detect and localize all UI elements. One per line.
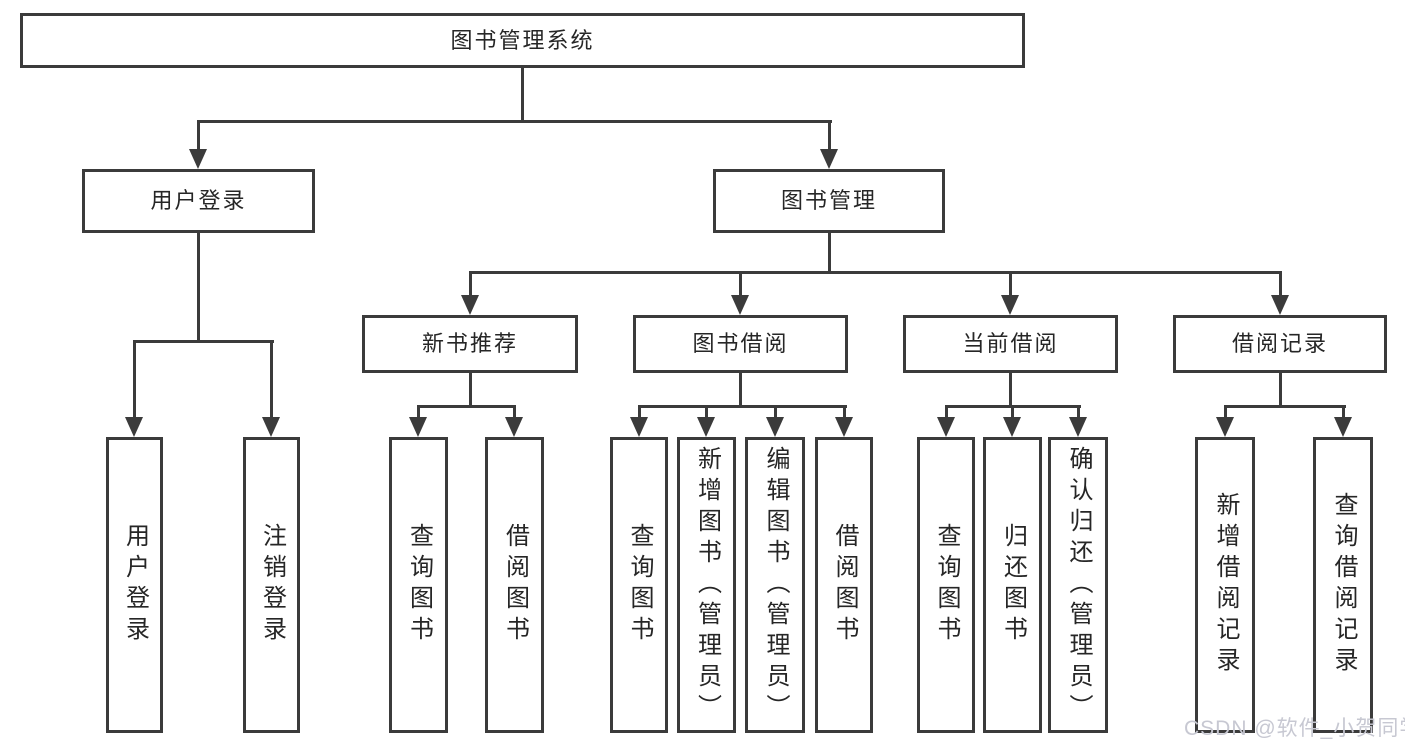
edge-stub (945, 405, 948, 419)
leaf-label: 归还图书 (999, 523, 1027, 647)
arrowhead-down-icon (505, 417, 523, 437)
leaf-borrow-books-recommend: 借阅图书 (485, 437, 544, 733)
arrowhead-down-icon (409, 417, 427, 437)
leaf-logout: 注销登录 (243, 437, 300, 733)
node-borrow-records-label: 借阅记录 (1231, 331, 1328, 356)
arrowhead-down-icon (1003, 417, 1021, 437)
edge-stub (1224, 405, 1227, 419)
edge-stub (1077, 405, 1080, 419)
leaf-confirm-return-admin: 确认归还（管理员） (1048, 437, 1108, 733)
arrowhead-down-icon (262, 417, 280, 437)
edge-current-down (1009, 373, 1012, 408)
node-book-borrow: 图书借阅 (633, 315, 848, 373)
edge-borrow-down (739, 373, 742, 408)
leaf-user-login: 用户登录 (106, 437, 163, 733)
arrowhead-down-icon (1271, 295, 1289, 315)
leaf-borrow-books: 借阅图书 (815, 437, 873, 733)
leaf-label: 查询图书 (405, 523, 433, 647)
edge-stub (739, 271, 742, 297)
leaf-query-borrow-record: 查询借阅记录 (1313, 437, 1373, 733)
node-user-login-label: 用户登录 (150, 188, 247, 213)
arrowhead-down-icon (937, 417, 955, 437)
leaf-label: 新增图书（管理员） (693, 445, 721, 725)
node-new-book-recommend-label: 新书推荐 (421, 331, 518, 356)
leaf-return-books: 归还图书 (983, 437, 1042, 733)
arrowhead-down-icon (1334, 417, 1352, 437)
node-book-borrow-label: 图书借阅 (692, 331, 789, 356)
edge-g3-horizontal (638, 405, 847, 408)
edge-g1-horizontal (133, 340, 274, 343)
node-user-login: 用户登录 (82, 169, 315, 233)
leaf-add-books-admin: 新增图书（管理员） (677, 437, 736, 733)
node-borrow-records: 借阅记录 (1173, 315, 1387, 373)
arrowhead-down-icon (125, 417, 143, 437)
edge-stub (1342, 405, 1345, 419)
edge-stub (843, 405, 846, 419)
edge-recommend-down (469, 373, 472, 408)
edge-stub-user-login (197, 120, 200, 151)
edge-book-mgmt-down (828, 233, 831, 274)
arrowhead-down-icon (835, 417, 853, 437)
leaf-label: 注销登录 (258, 523, 286, 647)
arrowhead-down-icon (766, 417, 784, 437)
arrowhead-down-icon (820, 149, 838, 169)
node-book-management: 图书管理 (713, 169, 945, 233)
edge-g5-horizontal (1224, 405, 1346, 408)
edge-stub (1011, 405, 1014, 419)
leaf-label: 借阅图书 (831, 523, 858, 647)
edge-stub (133, 340, 136, 419)
leaf-query-books-current: 查询图书 (917, 437, 975, 733)
edge-user-login-down (197, 233, 200, 343)
node-new-book-recommend: 新书推荐 (362, 315, 578, 373)
edge-stub (1279, 271, 1282, 297)
edge-l2-horizontal (197, 120, 832, 123)
edge-l3-horizontal (469, 271, 1282, 274)
leaf-label: 编辑图书（管理员） (762, 445, 789, 725)
leaf-query-books-recommend: 查询图书 (389, 437, 448, 733)
node-book-management-label: 图书管理 (780, 188, 877, 213)
node-current-borrow: 当前借阅 (903, 315, 1118, 373)
arrowhead-down-icon (461, 295, 479, 315)
leaf-label: 查询图书 (933, 523, 960, 647)
arrowhead-down-icon (1216, 417, 1234, 437)
leaf-add-borrow-record: 新增借阅记录 (1195, 437, 1255, 733)
leaf-edit-books-admin: 编辑图书（管理员） (745, 437, 805, 733)
edge-stub (469, 271, 472, 297)
edge-root-down (521, 68, 524, 122)
leaf-label: 查询图书 (626, 523, 653, 647)
edge-stub (1009, 271, 1012, 297)
leaf-label: 查询借阅记录 (1330, 492, 1357, 678)
edge-stub (705, 405, 708, 419)
edge-stub (417, 405, 420, 419)
edge-stub-book-mgmt (828, 120, 831, 151)
csdn-watermark: CSDN @软件_小贺同学 (1184, 717, 1405, 740)
leaf-label: 新增借阅记录 (1212, 492, 1239, 678)
arrowhead-down-icon (630, 417, 648, 437)
node-root-label: 图书管理系统 (450, 27, 595, 53)
edge-stub (270, 340, 273, 419)
edge-stub (638, 405, 641, 419)
arrowhead-down-icon (731, 295, 749, 315)
leaf-label: 用户登录 (121, 523, 149, 647)
node-root: 图书管理系统 (20, 13, 1025, 68)
edge-g2-horizontal (417, 405, 516, 408)
arrowhead-down-icon (1069, 417, 1087, 437)
arrowhead-down-icon (1001, 295, 1019, 315)
edge-stub (774, 405, 777, 419)
arrowhead-down-icon (697, 417, 715, 437)
edge-records-down (1279, 373, 1282, 408)
arrowhead-down-icon (189, 149, 207, 169)
leaf-query-books-borrow: 查询图书 (610, 437, 668, 733)
leaf-label: 借阅图书 (501, 523, 529, 647)
leaf-label: 确认归还（管理员） (1065, 445, 1092, 725)
node-current-borrow-label: 当前借阅 (962, 331, 1059, 356)
edge-stub (513, 405, 516, 419)
